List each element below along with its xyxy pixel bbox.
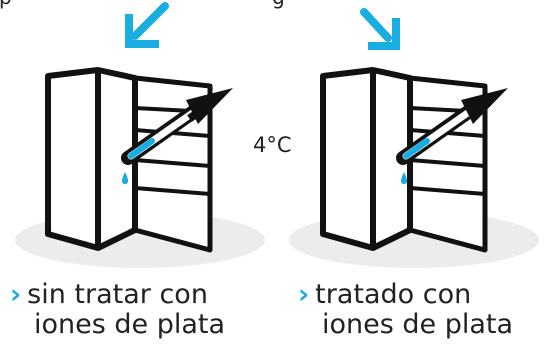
- dropper-icon: [121, 88, 233, 165]
- chevron-right-icon: ›: [298, 279, 310, 310]
- label-treated-line1: tratado con: [315, 279, 472, 310]
- label-treated-line2: iones de plata: [322, 309, 514, 340]
- label-untreated-line2: iones de plata: [34, 309, 226, 340]
- top-text-clipped-2: g: [272, 0, 285, 9]
- down-arrow-icon: [360, 8, 392, 42]
- arrow-head: [368, 18, 400, 50]
- chevron-right-icon: ›: [10, 279, 22, 310]
- dropper-icon: [396, 88, 508, 165]
- fridge-left: [15, 2, 265, 268]
- arrow-head: [125, 14, 159, 48]
- label-treated: ›tratado con iones de plata: [298, 280, 513, 340]
- down-arrow-icon: [131, 2, 169, 40]
- drop-icon: [401, 172, 407, 184]
- temperature-label: 4°C: [253, 133, 292, 157]
- drop-icon: [122, 172, 128, 184]
- top-text-clipped: p: [0, 0, 12, 9]
- label-untreated-line1: sin tratar con: [27, 279, 208, 310]
- fridge-right: [289, 8, 539, 268]
- label-untreated: ›sin tratar con iones de plata: [10, 280, 225, 340]
